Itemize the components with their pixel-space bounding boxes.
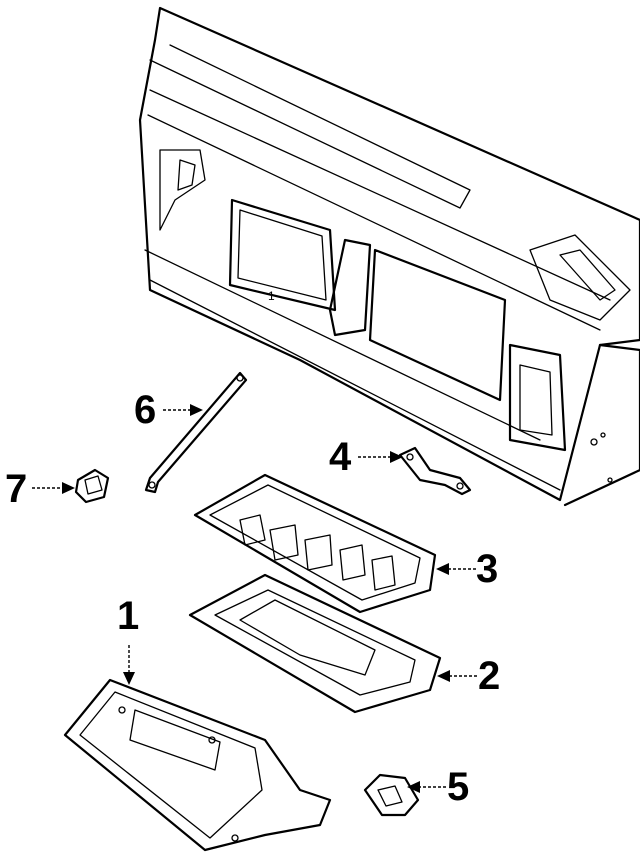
- callout-3: 3: [476, 547, 499, 591]
- part-4-bracket: [398, 446, 472, 496]
- part-3-liner: [193, 473, 437, 614]
- instrument-panel: 1: [138, 6, 640, 507]
- leader-lines: [32, 404, 477, 793]
- callout-5: 5: [447, 765, 470, 809]
- callout-2: 2: [478, 654, 501, 698]
- part-2-frame: [188, 573, 442, 714]
- part-5-latch: [363, 773, 420, 817]
- callout-7: 7: [5, 467, 28, 511]
- part-6-strap: [144, 371, 248, 494]
- callout-6: 6: [134, 388, 157, 432]
- panel-marking-text: 1: [268, 289, 275, 303]
- callout-1: 1: [117, 594, 140, 638]
- part-7-clip: [74, 468, 110, 504]
- part-1-door: [63, 678, 332, 852]
- callout-4: 4: [329, 435, 352, 479]
